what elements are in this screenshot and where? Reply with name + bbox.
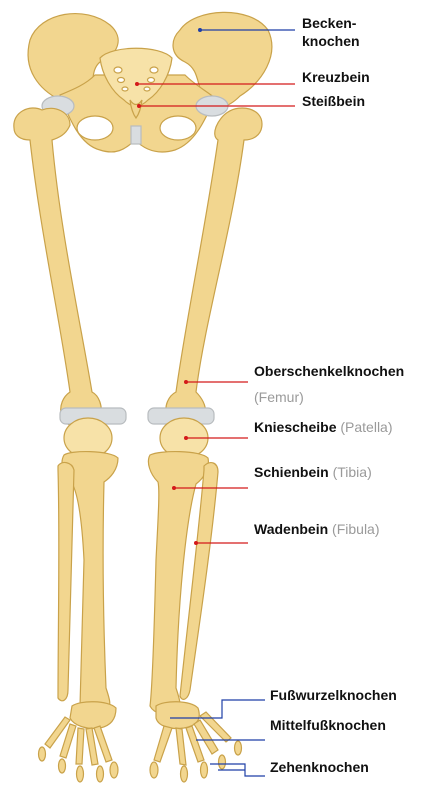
label-fibula: (Fibula): [332, 521, 379, 537]
label-tibia: (Tibia): [333, 464, 372, 480]
label-patella: (Patella): [340, 419, 392, 435]
leader-beckenknochen-dot: [198, 28, 202, 32]
label-steissbein: Steißbein: [302, 92, 365, 110]
label-zehenknochen: Zehenknochen: [270, 758, 369, 776]
left-obturator-foramen: [77, 116, 113, 140]
label-wadenbein: Wadenbein (Fibula): [254, 520, 380, 538]
leader-steissbein-dot: [137, 104, 141, 108]
leader-schienbein-dot: [172, 486, 176, 490]
pubic-symphysis: [131, 126, 141, 144]
left-tarsals: [70, 702, 116, 729]
label-kniescheibe: Kniescheibe (Patella): [254, 418, 393, 436]
label-mittelfussknochen: Mittelfußknochen: [270, 716, 386, 734]
label-kreuzbein: Kreuzbein: [302, 68, 370, 86]
leader-kniescheibe-dot: [184, 436, 188, 440]
label-wadenbein-main: Wadenbein: [254, 521, 328, 537]
leader-oberschenkel-dot: [184, 380, 188, 384]
label-oberschenkelknochen: Oberschenkelknochen: [254, 362, 404, 380]
left-fibula: [58, 463, 74, 701]
label-schienbein-main: Schienbein: [254, 464, 329, 480]
right-tarsals: [156, 702, 199, 729]
label-fusswurzelknochen: Fußwurzelknochen: [270, 686, 397, 704]
leader-kreuzbein-dot: [135, 82, 139, 86]
label-femur: (Femur): [254, 388, 304, 406]
label-beckenknochen-line2: knochen: [302, 32, 360, 50]
label-schienbein: Schienbein (Tibia): [254, 463, 372, 481]
right-femur: [166, 108, 262, 427]
label-beckenknochen: Becken- knochen: [302, 14, 360, 50]
left-femur: [14, 108, 101, 427]
label-kniescheibe-main: Kniescheibe: [254, 419, 336, 435]
right-obturator-foramen: [160, 116, 196, 140]
label-beckenknochen-line1: Becken-: [302, 14, 360, 32]
leader-wadenbein-dot: [194, 541, 198, 545]
